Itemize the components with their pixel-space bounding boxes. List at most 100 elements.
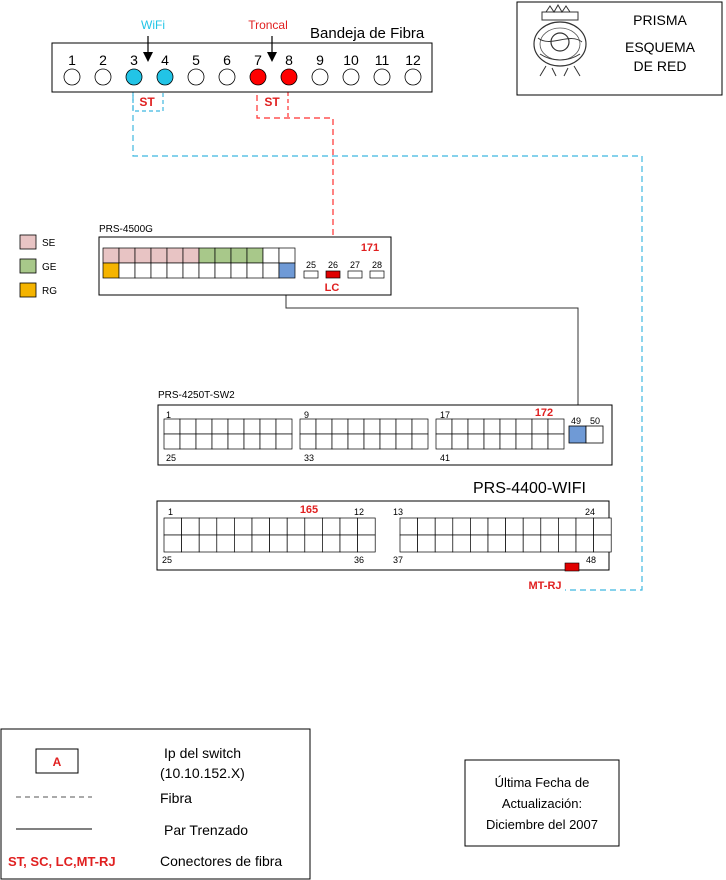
title-line-2: ESQUEMA xyxy=(625,39,696,55)
sw4400-port-g1-24 xyxy=(357,534,376,553)
tray-port-6 xyxy=(218,68,236,86)
sw4400-port-g1-20 xyxy=(286,534,306,553)
sw4400-port-g1-23 xyxy=(339,534,358,553)
sw4400-port-g1-2 xyxy=(181,517,200,536)
sw4250-label-1: 1 xyxy=(166,410,171,420)
tray-port-5 xyxy=(187,68,205,86)
sw4400-port-g2-12 xyxy=(593,517,612,536)
sw4500-ip: 171 xyxy=(361,242,379,254)
sw4400-label-24: 24 xyxy=(585,507,595,517)
tray-port-label-8: 8 xyxy=(285,52,293,68)
sw4250-port-g3-16 xyxy=(547,433,565,450)
sw4400-port-g1-9 xyxy=(304,517,323,536)
tray-port-2 xyxy=(94,68,112,86)
sw4250-port-g3-8 xyxy=(547,418,565,435)
wifi-fiber-line xyxy=(132,85,643,591)
legend-ge-label: GE xyxy=(42,262,57,273)
legend-connectors-sample: ST, SC, LC,MT-RJ xyxy=(8,854,116,869)
sw4400-ip: 165 xyxy=(300,504,318,516)
sw4250-label-41: 41 xyxy=(440,453,450,463)
sw4250-port-g3-12 xyxy=(483,433,501,450)
sw4250-port-g2-3 xyxy=(331,418,349,435)
sw4250-port-g2-5 xyxy=(363,418,381,435)
sw4400-port-g2-24 xyxy=(593,534,612,553)
sw4500-fiber-port-27 xyxy=(347,270,363,279)
sw4500-port-17 xyxy=(166,262,184,279)
sw4250-port-g3-1 xyxy=(435,418,453,435)
sw4400-label-25: 25 xyxy=(162,555,172,565)
tray-port-8 xyxy=(280,68,298,86)
sw4250-port-g2-11 xyxy=(331,433,349,450)
sw4400-label-13: 13 xyxy=(393,507,403,517)
sw4250-port-g1-12 xyxy=(211,433,229,450)
sw4250-label-17: 17 xyxy=(440,410,450,420)
title-line-1: PRISMA xyxy=(633,12,687,28)
tray-port-label-12: 12 xyxy=(405,52,421,68)
tray-port-10 xyxy=(342,68,360,86)
sw4500-port-24 xyxy=(278,262,296,279)
sw4400-port-g2-7 xyxy=(505,517,524,536)
sw4250-port-g3-15 xyxy=(531,433,549,450)
sw4400-port-g1-10 xyxy=(322,517,341,536)
sw4400-port-g2-21 xyxy=(540,534,559,553)
switch-prs-4250t-sw2: PRS-4250T-SW2 172 1 9 17 25 33 41 49 50 xyxy=(157,390,613,466)
sw4250-port-g1-5 xyxy=(227,418,245,435)
sw4400-port-g2-5 xyxy=(470,517,489,536)
sw4400-port-g1-17 xyxy=(234,534,253,553)
sw4500-port-9 xyxy=(230,247,248,264)
sw4250-port-g3-9 xyxy=(435,433,453,450)
sw4500-fiber-label-25: 25 xyxy=(306,260,316,270)
sw4250-port-g2-16 xyxy=(411,433,429,450)
troncal-label: Troncal xyxy=(248,18,288,32)
sw4250-port-g1-6 xyxy=(243,418,261,435)
sw4400-port-g2-19 xyxy=(505,534,524,553)
legend-rg-swatch xyxy=(19,282,37,298)
sw4400-port-g2-9 xyxy=(540,517,559,536)
crest-icon xyxy=(533,3,587,77)
sw4250-port-g1-1 xyxy=(163,418,181,435)
sw4500-port-15 xyxy=(134,262,152,279)
tray-port-label-7: 7 xyxy=(254,52,262,68)
tray-port-label-10: 10 xyxy=(343,52,359,68)
sw4250-port-g1-15 xyxy=(259,433,277,450)
legend-fiber-label: Fibra xyxy=(160,790,192,806)
sw4400-mtrj-port xyxy=(564,562,580,572)
sw4400-port-g2-17 xyxy=(470,534,489,553)
sw4400-port-g1-3 xyxy=(198,517,218,536)
sw4500-port-22 xyxy=(246,262,264,279)
tray-port-4 xyxy=(156,68,174,86)
legend-ge-swatch xyxy=(19,258,37,274)
sw4400-port-g2-3 xyxy=(434,517,454,536)
sw4400-port-g1-22 xyxy=(322,534,341,553)
sw4250-port-g1-4 xyxy=(211,418,229,435)
tray-port-label-5: 5 xyxy=(192,52,200,68)
sw4400-port-g2-20 xyxy=(522,534,542,553)
sw4250-port-g2-7 xyxy=(395,418,413,435)
sw4500-port-5 xyxy=(166,247,184,264)
sw4250-port-g2-2 xyxy=(315,418,333,435)
sw4500-port-6 xyxy=(182,247,200,264)
sw4500-port-10 xyxy=(246,247,264,264)
sw4500-port-11 xyxy=(262,247,280,264)
sw4500-port-23 xyxy=(262,262,280,279)
sw4250-port-g3-14 xyxy=(515,433,533,450)
port-type-legend: SE GE RG xyxy=(19,234,57,298)
sw4400-port-g2-1 xyxy=(399,517,418,536)
sw4500-port-8 xyxy=(214,247,232,264)
sw4250-port-g2-9 xyxy=(299,433,317,450)
sw4250-port-g1-10 xyxy=(179,433,197,450)
sw4250-port-g3-4 xyxy=(483,418,501,435)
legend-se-label: SE xyxy=(42,238,56,249)
legend-rg-label: RG xyxy=(42,286,57,297)
sw4250-port-g3-3 xyxy=(467,418,485,435)
tray-port-label-11: 11 xyxy=(375,52,390,68)
sw4500-lc-label: LC xyxy=(325,282,340,294)
sw4400-port-g2-13 xyxy=(399,534,418,553)
sw4400-port-g1-11 xyxy=(339,517,358,536)
sw4400-port-g1-14 xyxy=(181,534,200,553)
tray-port-1 xyxy=(63,68,81,86)
sw4250-port-g1-3 xyxy=(195,418,213,435)
sw4500-fiber-port-28 xyxy=(369,270,385,279)
switch-prs-4400-wifi: PRS-4400-WIFI 165 1 12 13 24 25 36 37 48… xyxy=(156,480,612,592)
